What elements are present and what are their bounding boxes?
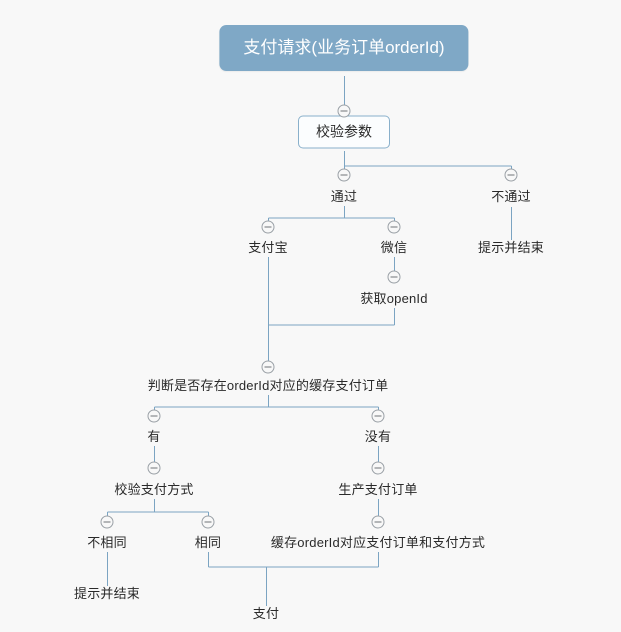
minus-circle-icon-not-passed[interactable] xyxy=(504,168,518,182)
node-cache-order-and-method[interactable]: 缓存orderId对应支付订单和支付方式 xyxy=(270,535,486,550)
node-verify-payment-method[interactable]: 校验支付方式 xyxy=(114,482,194,497)
minus-circle-icon-check-cached-order[interactable] xyxy=(261,360,275,374)
node-prompt-and-end-top[interactable]: 提示并结束 xyxy=(477,240,545,255)
minus-circle-icon-has-cache[interactable] xyxy=(147,409,161,423)
node-alipay[interactable]: 支付宝 xyxy=(248,240,288,255)
minus-circle-icon-get-openid[interactable] xyxy=(387,270,401,284)
minus-circle-icon-validate-params[interactable] xyxy=(337,104,351,118)
minus-circle-icon-passed[interactable] xyxy=(337,168,351,182)
node-not-same[interactable]: 不相同 xyxy=(87,535,127,550)
node-validate-params[interactable]: 校验参数 xyxy=(298,115,390,149)
node-has-cache[interactable]: 有 xyxy=(147,429,161,444)
node-prompt-and-end-bottom[interactable]: 提示并结束 xyxy=(73,586,141,601)
node-check-cached-order[interactable]: 判断是否存在orderId对应的缓存支付订单 xyxy=(147,378,389,393)
node-get-openid[interactable]: 获取openId xyxy=(360,291,428,306)
minus-circle-icon-no-cache[interactable] xyxy=(371,409,385,423)
node-wechat[interactable]: 微信 xyxy=(380,240,408,255)
minus-circle-icon-create-payment-order[interactable] xyxy=(371,461,385,475)
minus-circle-icon-same[interactable] xyxy=(201,515,215,529)
minus-circle-icon-wechat[interactable] xyxy=(387,220,401,234)
node-same[interactable]: 相同 xyxy=(194,535,222,550)
minus-circle-icon-alipay[interactable] xyxy=(261,220,275,234)
node-pay[interactable]: 支付 xyxy=(252,606,280,621)
node-payment-request[interactable]: 支付请求(业务订单orderId) xyxy=(219,25,469,71)
node-create-payment-order[interactable]: 生产支付订单 xyxy=(338,482,418,497)
node-not-passed[interactable]: 不通过 xyxy=(491,189,531,204)
node-no-cache[interactable]: 没有 xyxy=(364,429,392,444)
node-passed[interactable]: 通过 xyxy=(330,189,358,204)
minus-circle-icon-verify-payment-method[interactable] xyxy=(147,461,161,475)
minus-circle-icon-cache-order-and-method[interactable] xyxy=(371,515,385,529)
minus-circle-icon-not-same[interactable] xyxy=(100,515,114,529)
